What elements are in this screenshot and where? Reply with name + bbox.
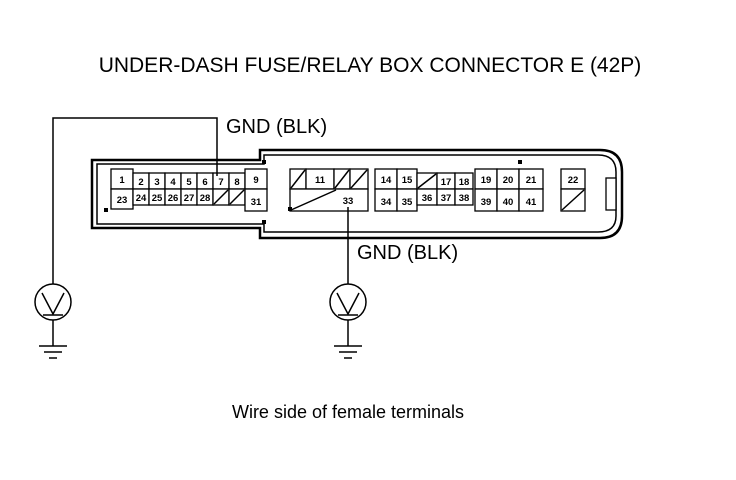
ground-middle-icon <box>334 345 362 359</box>
connector-housing <box>90 148 624 240</box>
terminal-row-top-left: 1 2 3 4 5 6 7 8 9 <box>110 168 268 190</box>
terminal-25: 25 <box>152 193 163 204</box>
terminal-4: 4 <box>170 177 176 188</box>
terminal-5: 5 <box>186 177 192 188</box>
terminal-31: 31 <box>251 197 262 208</box>
terminal-block-middle: 11 33 <box>288 168 369 212</box>
terminal-8: 8 <box>234 177 239 188</box>
terminal-28: 28 <box>200 193 211 204</box>
terminal-11: 11 <box>315 175 326 186</box>
terminal-24: 24 <box>136 193 147 204</box>
terminal-23: 23 <box>117 195 128 206</box>
terminal-38: 38 <box>459 193 470 204</box>
terminal-17: 17 <box>441 177 452 188</box>
gnd-label-bottom: GND (BLK) <box>357 242 458 264</box>
terminal-22: 22 <box>568 175 579 186</box>
probe-wire-left <box>52 117 218 284</box>
gnd-label-top: GND (BLK) <box>226 116 327 138</box>
terminal-7: 7 <box>218 177 223 188</box>
terminal-19: 19 <box>481 175 492 186</box>
terminal-2: 2 <box>138 177 143 188</box>
terminal-33: 33 <box>343 196 354 207</box>
diagram-title: UNDER-DASH FUSE/RELAY BOX CONNECTOR E (4… <box>99 54 642 77</box>
terminal-block-right: 19 20 21 39 40 41 <box>474 168 544 212</box>
terminal-20: 20 <box>503 175 514 186</box>
terminal-18: 18 <box>459 177 470 188</box>
terminal-row-bottom-left: 23 24 25 26 27 28 31 <box>110 188 268 212</box>
terminal-27: 27 <box>184 193 195 204</box>
terminal-40: 40 <box>503 197 514 208</box>
terminal-21: 21 <box>526 175 537 186</box>
voltmeter-middle-icon <box>329 283 367 346</box>
terminal-1: 1 <box>119 175 125 186</box>
ground-left-icon <box>39 345 67 359</box>
terminal-36: 36 <box>422 193 433 204</box>
terminal-41: 41 <box>526 197 537 208</box>
terminal-37: 37 <box>441 193 452 204</box>
terminal-block-22: 22 <box>560 168 586 212</box>
voltmeter-left-icon <box>34 283 72 346</box>
terminal-35: 35 <box>402 197 413 208</box>
terminal-14: 14 <box>381 175 392 186</box>
terminal-39: 39 <box>481 197 492 208</box>
terminal-6: 6 <box>202 177 207 188</box>
terminal-3: 3 <box>154 177 159 188</box>
terminal-26: 26 <box>168 193 179 204</box>
terminal-34: 34 <box>381 197 392 208</box>
terminal-block-right-center: 14 15 17 18 34 35 36 37 38 <box>374 168 474 212</box>
diagram-caption: Wire side of female terminals <box>232 402 464 422</box>
terminal-9: 9 <box>253 175 258 186</box>
terminal-15: 15 <box>402 175 413 186</box>
